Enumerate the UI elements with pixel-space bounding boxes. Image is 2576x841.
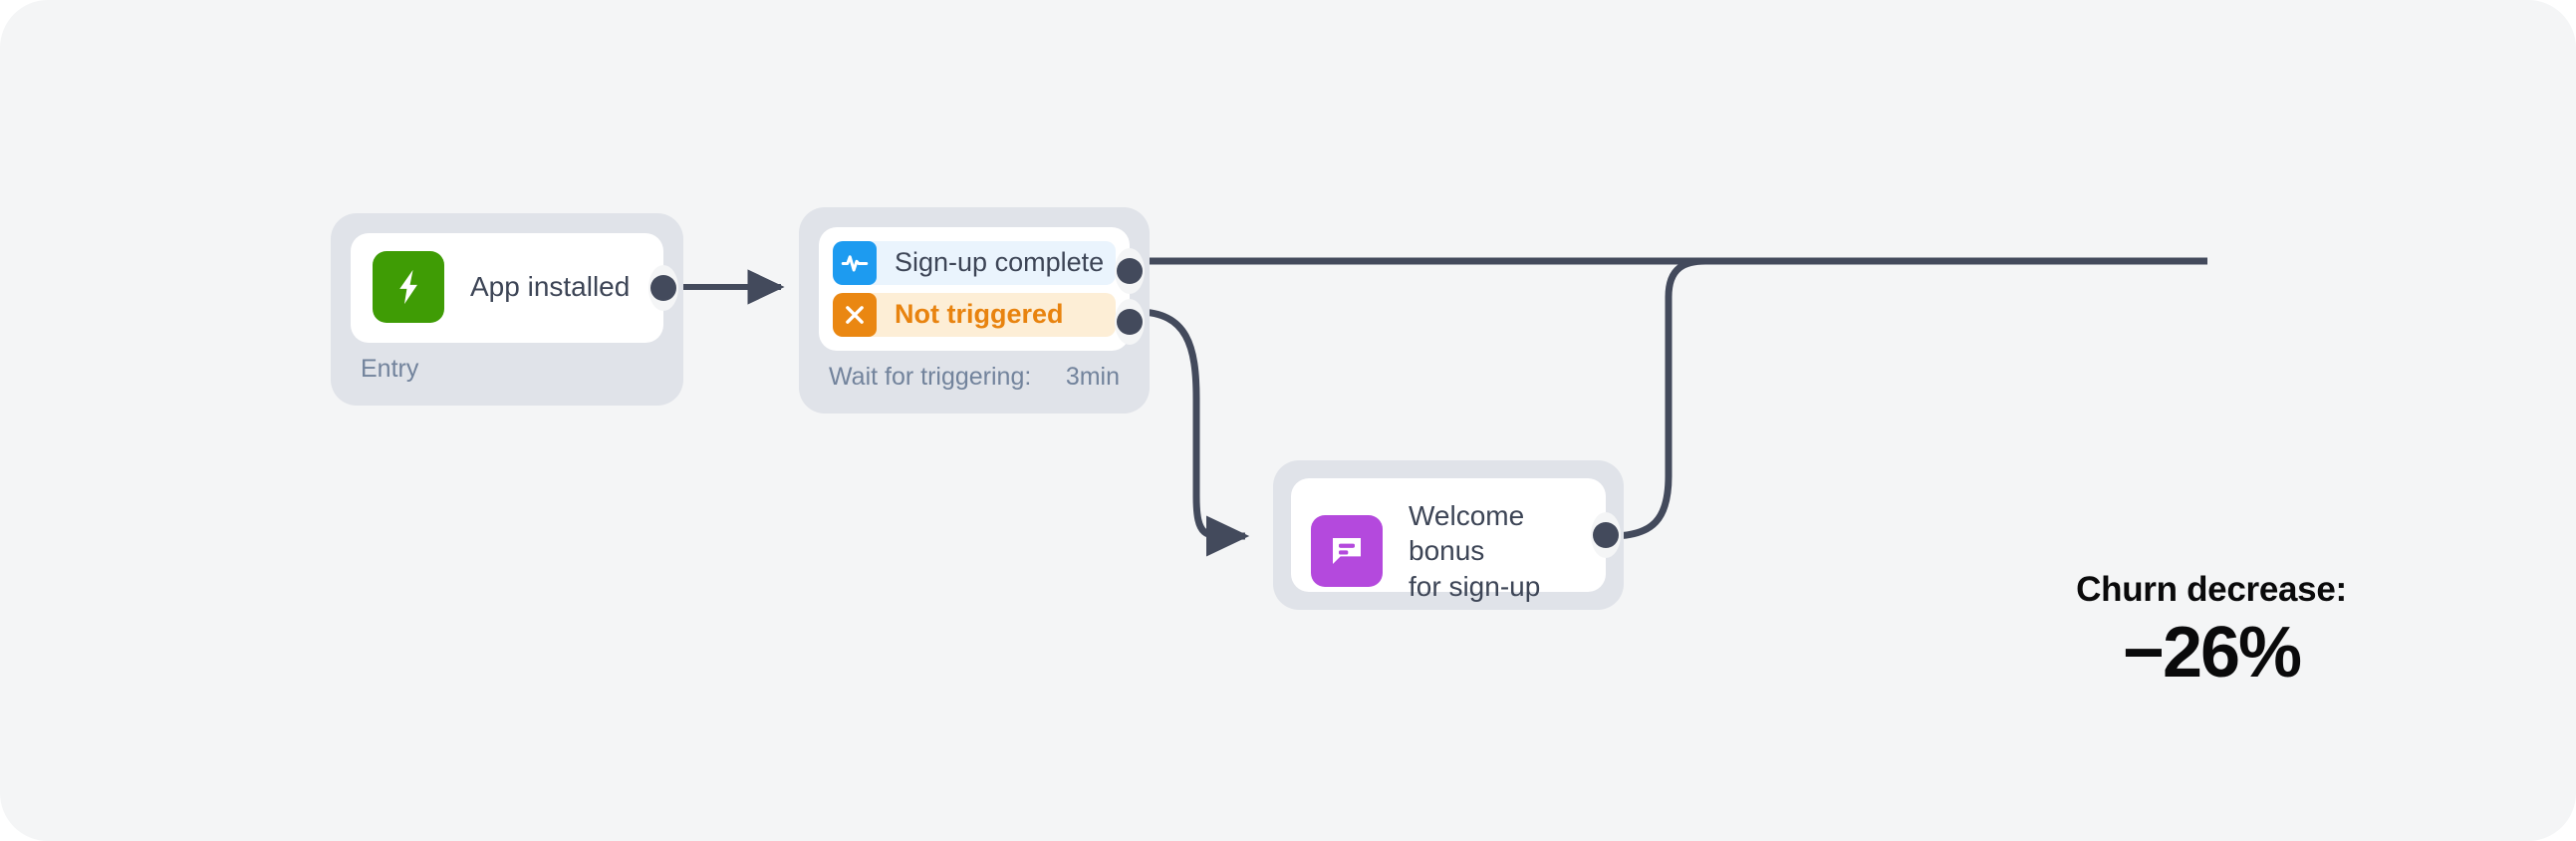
node-wait-footer: Wait for triggering: 3min	[819, 351, 1130, 394]
node-wait-for-triggering[interactable]: Sign-up complete Not triggered Wait for …	[799, 207, 1150, 414]
row-not-triggered-label: Not triggered	[895, 299, 1064, 330]
lightning-bolt-icon	[373, 251, 444, 323]
connector-not-triggered-to-welcome	[1137, 308, 1250, 557]
node-app-installed-footer: Entry	[351, 343, 663, 386]
node-app-installed[interactable]: App installed Entry	[331, 213, 683, 406]
row-signup-complete-label: Sign-up complete	[895, 247, 1105, 278]
node-welcome-bonus-card[interactable]: Welcome bonus for sign-up	[1291, 478, 1621, 602]
node-app-installed-label: App installed	[470, 271, 631, 303]
output-port-app-installed[interactable]	[650, 275, 676, 301]
churn-metric: Churn decrease: −26%	[2032, 570, 2391, 692]
connector-welcome-out-loop	[1611, 257, 1706, 540]
output-port-not-triggered[interactable]	[1117, 309, 1143, 335]
row-signup-complete[interactable]: Sign-up complete	[833, 241, 1116, 285]
node-app-installed-card[interactable]: App installed	[351, 233, 678, 343]
node-welcome-bonus-label: Welcome bonus for sign-up	[1409, 500, 1541, 602]
activity-pulse-icon	[833, 241, 877, 285]
node-wait-footer-value: 3min	[1065, 363, 1120, 391]
churn-metric-caption: Churn decrease:	[2076, 570, 2347, 609]
churn-metric-value: −26%	[2122, 613, 2302, 693]
output-port-signup-complete[interactable]	[1117, 258, 1143, 284]
output-port-welcome-bonus[interactable]	[1593, 522, 1619, 548]
close-x-icon	[833, 293, 877, 337]
node-welcome-bonus[interactable]: Welcome bonus for sign-up	[1273, 460, 1624, 610]
node-app-installed-content: App installed	[351, 233, 663, 341]
row-not-triggered[interactable]: Not triggered	[833, 293, 1116, 337]
node-app-installed-footer-label: Entry	[361, 355, 419, 383]
node-wait-card[interactable]: Sign-up complete Not triggered	[819, 227, 1145, 351]
node-wait-footer-label: Wait for triggering:	[829, 363, 1032, 391]
message-bubble-icon	[1311, 514, 1383, 587]
node-welcome-bonus-content: Welcome bonus for sign-up	[1291, 478, 1606, 624]
